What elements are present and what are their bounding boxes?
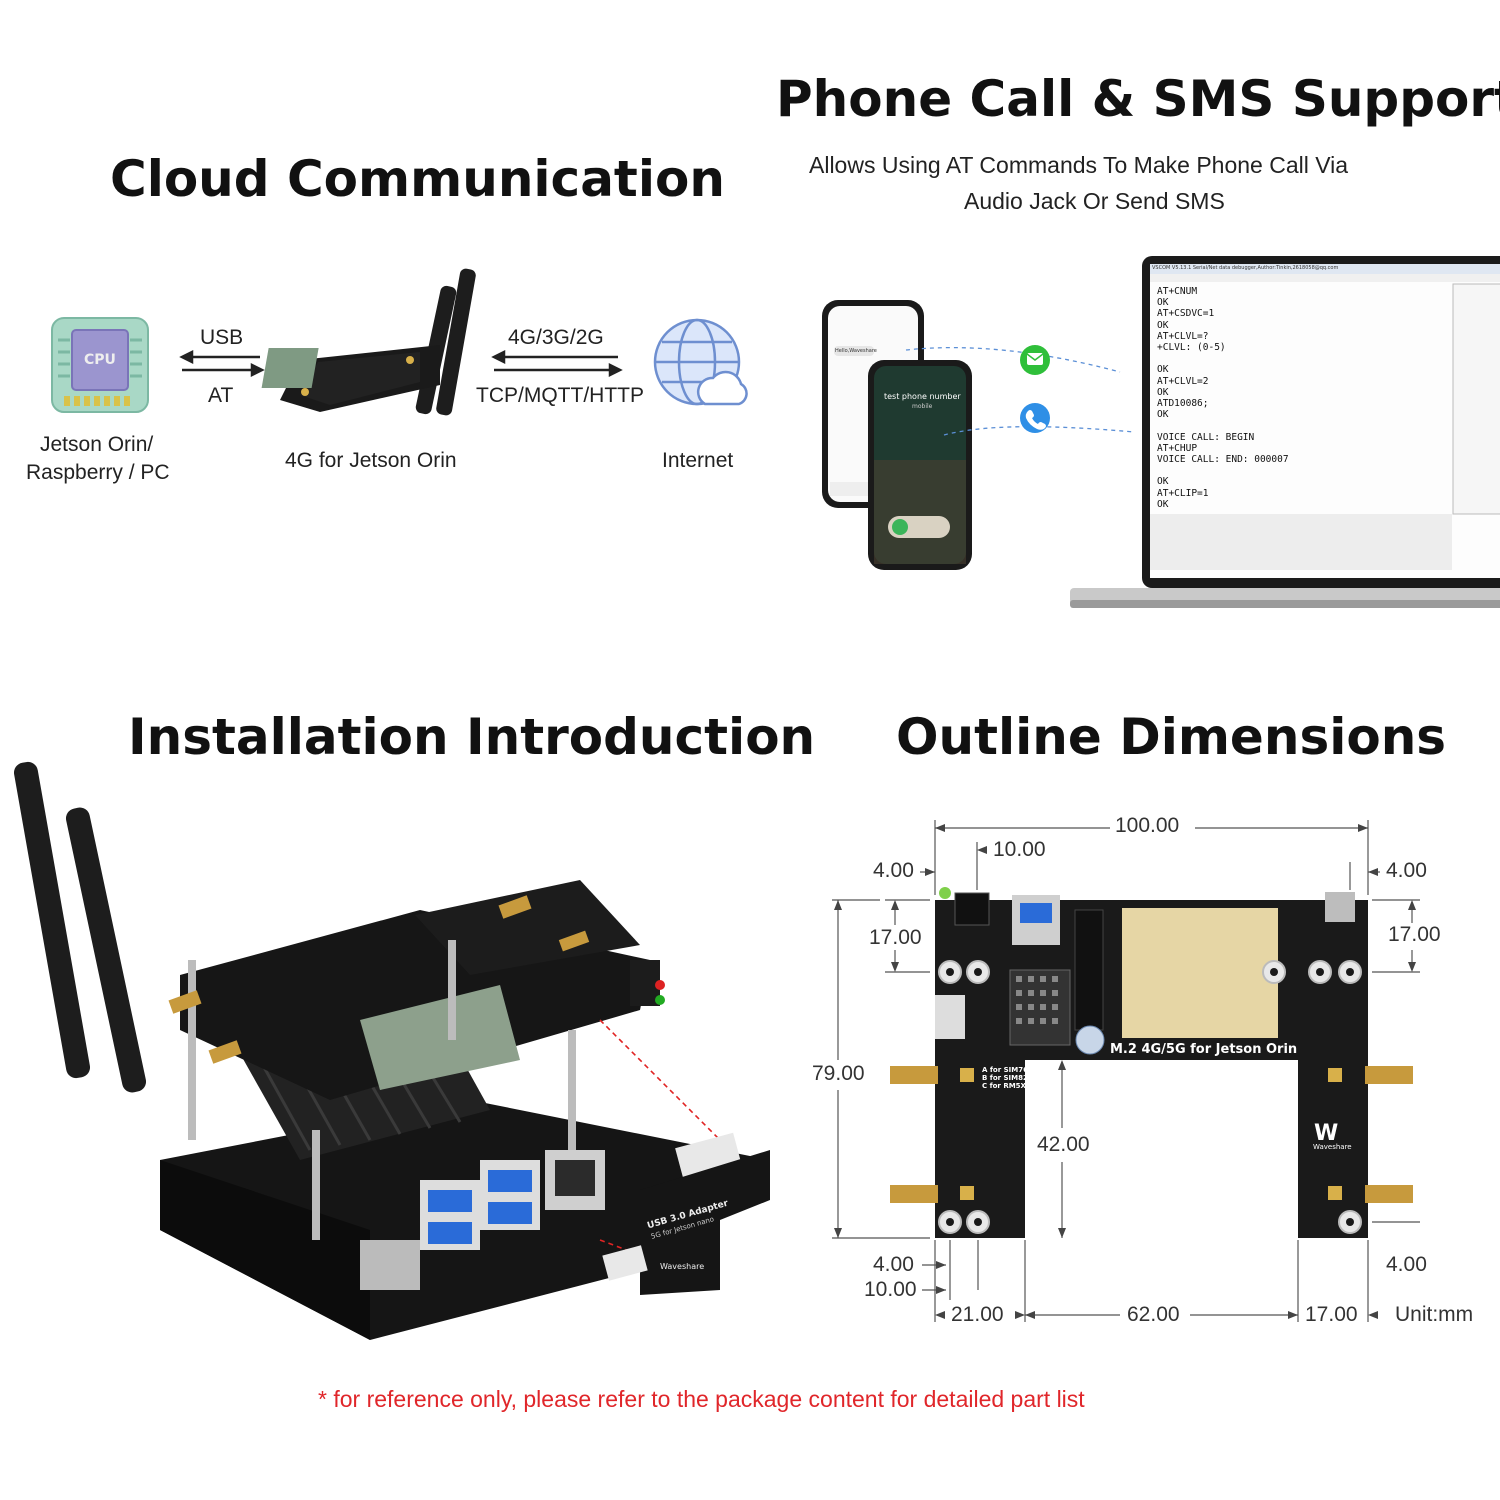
terminal-line: OK bbox=[1157, 386, 1169, 398]
terminal-title: VSCOM V5.13.1 Serial/Net data debugger,A… bbox=[1152, 265, 1339, 271]
sim-labels: A for SIM76XX B for SIM82XX C for RM5XX bbox=[982, 1066, 1039, 1090]
net-top-label: 4G/3G/2G bbox=[508, 326, 604, 349]
usb-arrows bbox=[179, 349, 265, 378]
sim-label-a: A for SIM76XX bbox=[982, 1066, 1039, 1074]
terminal-line: VOICE CALL: END: 000007 bbox=[1157, 454, 1289, 466]
caller-name: test phone number bbox=[884, 392, 961, 401]
phone-subtitle-2: Audio Jack Or Send SMS bbox=[964, 188, 1225, 214]
terminal-line: AT+CHUP bbox=[1157, 442, 1198, 454]
dim-17-left: 17.00 bbox=[866, 926, 925, 950]
dim-4-bottom-left: 4.00 bbox=[870, 1253, 917, 1277]
cpu-icon bbox=[51, 317, 149, 413]
dim-4-bottom-right: 4.00 bbox=[1383, 1253, 1430, 1277]
dim-62: 62.00 bbox=[1124, 1303, 1183, 1327]
terminal-line: AT+CNUM bbox=[1157, 286, 1198, 297]
svg-text:W: W bbox=[1314, 1121, 1338, 1146]
module-label: 4G for Jetson Orin bbox=[285, 449, 457, 472]
sms-icon bbox=[1020, 345, 1050, 375]
terminal-line: OK bbox=[1157, 297, 1169, 309]
usb-adapter-icon bbox=[602, 1132, 770, 1295]
sim-label-c: C for RM5XX bbox=[982, 1082, 1032, 1090]
sim-label-b: B for SIM82XX bbox=[982, 1074, 1039, 1082]
terminal-line: OK bbox=[1157, 498, 1169, 510]
globe-icon bbox=[653, 318, 748, 406]
module-board-icon bbox=[261, 268, 476, 416]
dim-21: 21.00 bbox=[948, 1303, 1007, 1327]
adapter-brand: Waveshare bbox=[660, 1262, 705, 1271]
terminal-line: OK bbox=[1157, 476, 1169, 488]
antenna-icon bbox=[13, 761, 147, 1093]
laptop-icon bbox=[1070, 256, 1500, 608]
terminal-line: AT+CLVL=2 bbox=[1157, 375, 1209, 387]
terminal-line: OK bbox=[1157, 364, 1169, 376]
phone-subtitle-1: Allows Using AT Commands To Make Phone C… bbox=[809, 152, 1349, 178]
terminal-line: AT+CSDVC=1 bbox=[1157, 308, 1215, 320]
terminal-line: OK bbox=[1157, 409, 1169, 421]
caller-sub: mobile bbox=[912, 403, 933, 410]
dim-10-bottom: 10.00 bbox=[861, 1278, 920, 1302]
sma-connector-icon bbox=[890, 1066, 1413, 1203]
dim-17-bottom: 17.00 bbox=[1302, 1303, 1361, 1327]
terminal-line: +CLVL: (0-5) bbox=[1157, 342, 1226, 354]
front-phone-icon bbox=[868, 360, 972, 570]
usb-port-icon bbox=[360, 1150, 605, 1290]
board-label: M.2 4G/5G for Jetson Orin bbox=[1110, 1042, 1298, 1057]
board-brand: Waveshare bbox=[1313, 1143, 1352, 1151]
terminal-line: ATD10086; bbox=[1157, 398, 1209, 410]
at-label: AT bbox=[208, 384, 234, 407]
dim-17-right: 17.00 bbox=[1385, 923, 1444, 947]
terminal-line: VOICE CALL: BEGIN bbox=[1157, 431, 1255, 443]
usb-label: USB bbox=[200, 326, 244, 349]
terminal-line: AT+CLIP=1 bbox=[1157, 487, 1209, 499]
dim-42: 42.00 bbox=[1034, 1133, 1093, 1157]
phone-title: Phone Call & SMS Support bbox=[776, 70, 1500, 128]
terminal-line: AT+CLVL=? bbox=[1157, 330, 1209, 342]
call-icon bbox=[1020, 403, 1050, 433]
dim-4-top-right: 4.00 bbox=[1383, 859, 1430, 883]
outline-title: Outline Dimensions bbox=[896, 708, 1447, 766]
jetson-label-2: Raspberry / PC bbox=[26, 461, 170, 484]
internet-label: Internet bbox=[662, 449, 734, 472]
cloud-title: Cloud Communication bbox=[110, 150, 725, 208]
unit-label: Unit:mm bbox=[1392, 1303, 1477, 1327]
dim-4-top-left: 4.00 bbox=[870, 859, 917, 883]
dim-10-top: 10.00 bbox=[990, 838, 1049, 862]
net-bottom-label: TCP/MQTT/HTTP bbox=[476, 384, 644, 407]
dim-width-100: 100.00 bbox=[1112, 814, 1183, 838]
jetson-label-1: Jetson Orin/ bbox=[40, 433, 154, 456]
terminal-line: OK bbox=[1157, 319, 1169, 331]
footnote: * for reference only, please refer to th… bbox=[318, 1386, 1085, 1412]
sms-text: Hello,Waveshare bbox=[835, 348, 877, 354]
cpu-label: CPU bbox=[84, 352, 116, 368]
install-title: Installation Introduction bbox=[128, 708, 816, 766]
dim-height-79: 79.00 bbox=[809, 1062, 868, 1086]
net-arrows bbox=[491, 349, 623, 378]
